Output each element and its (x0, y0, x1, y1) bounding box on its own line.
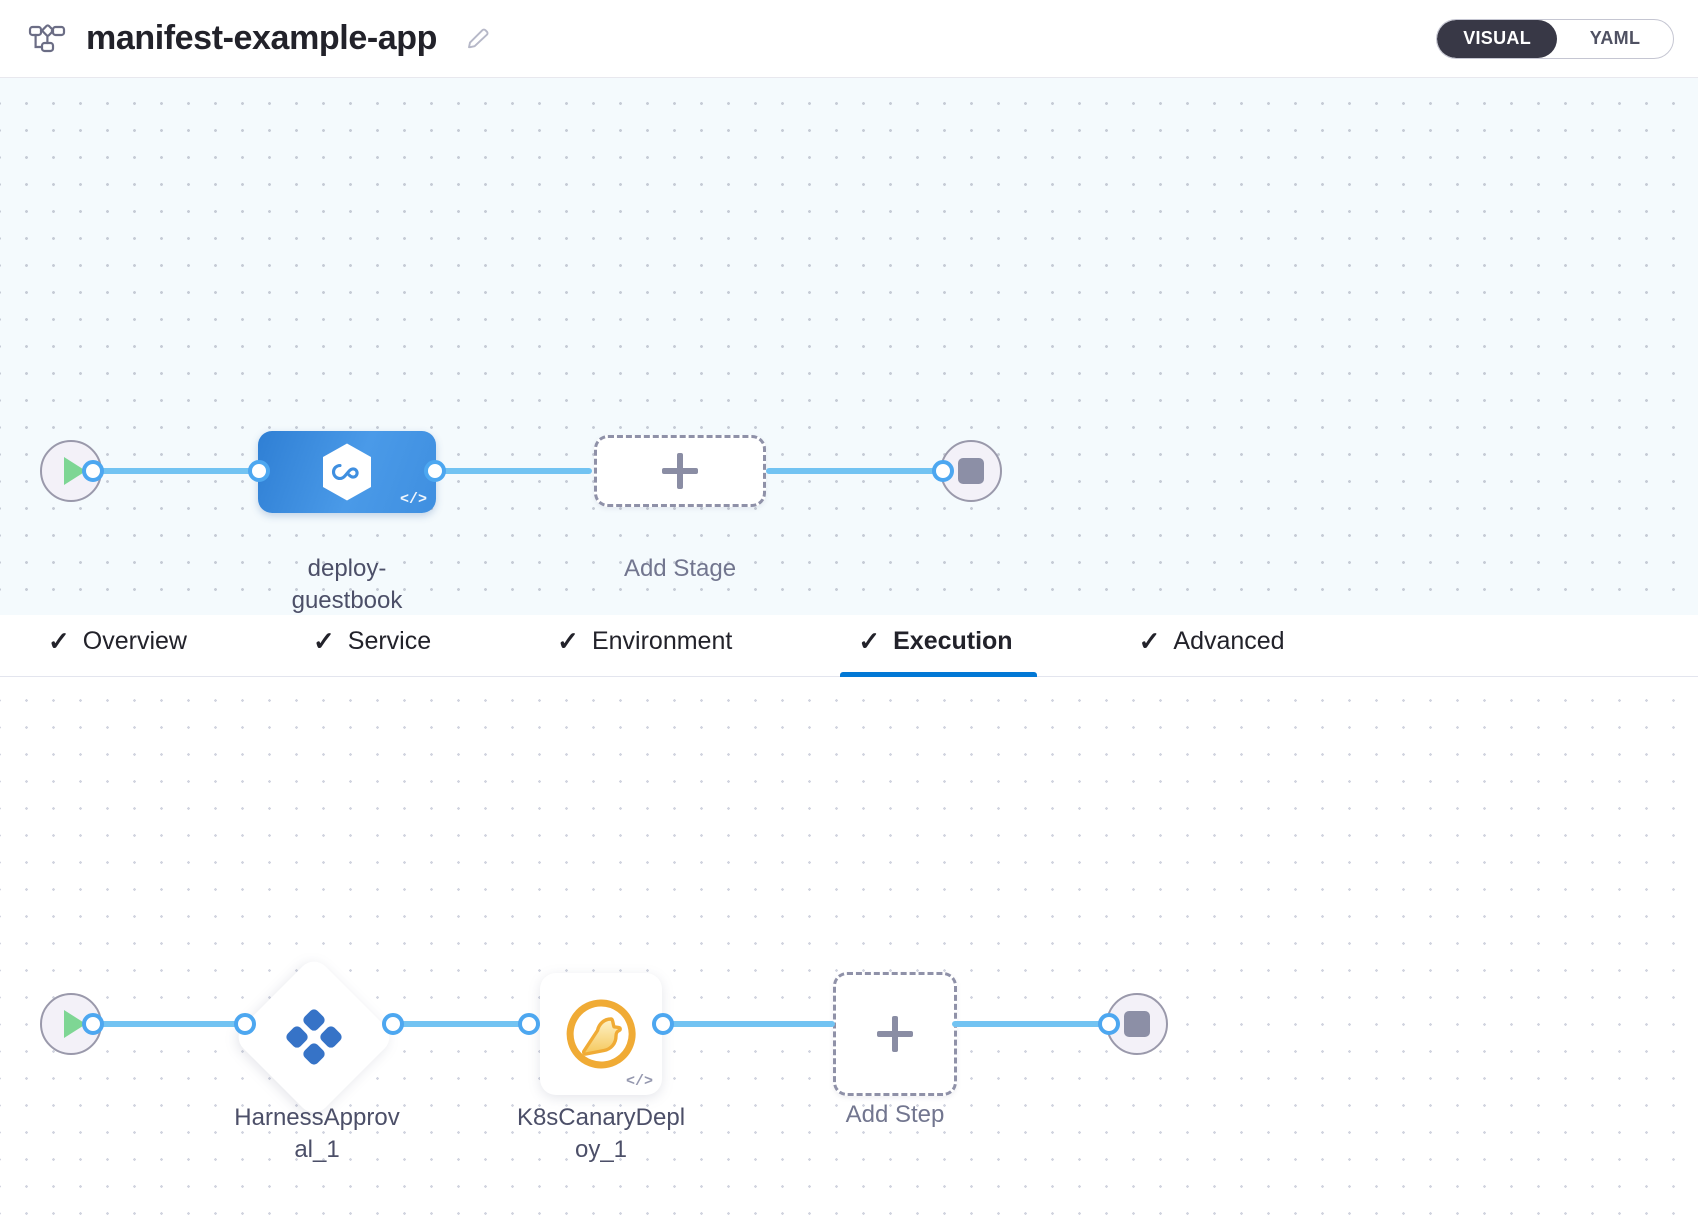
connector-dot-end-in[interactable] (932, 460, 954, 482)
stage-node-deploy-guestbook[interactable]: </> (258, 431, 436, 513)
connector-addstage-to-end (766, 468, 941, 474)
connector-stage-to-addstage (432, 468, 592, 474)
execution-graph-canvas[interactable]: HarnessApprov al_1 </> K8sCanaryDepl (0, 677, 1698, 1222)
play-icon (63, 457, 86, 485)
add-step-button[interactable] (833, 972, 957, 1096)
tab-service-label: Service (347, 626, 432, 655)
stage-config-tabs[interactable]: ✓ Overview ✓ Service ✓ Environment ✓ Exe… (0, 615, 1698, 677)
connector-dot-start-out[interactable] (82, 460, 104, 482)
stop-icon (958, 458, 984, 484)
stage-label-line1: deploy- (307, 555, 387, 582)
step-label-line2: oy_1 (574, 1135, 628, 1163)
check-icon: ✓ (48, 626, 70, 656)
tab-overview[interactable]: ✓ Overview (30, 618, 211, 676)
mode-option-yaml[interactable]: YAML (1589, 28, 1641, 48)
connector-dot-approval-in[interactable] (234, 1013, 256, 1035)
harness-cd-hexagon-icon (323, 443, 371, 501)
connector-canary-to-addstep (660, 1021, 835, 1027)
page-header: manifest-example-app VISUAL YAML (0, 0, 1698, 78)
tab-environment-label: Environment (591, 626, 733, 655)
pipeline-nodes-icon (26, 18, 68, 60)
stage-graph-canvas[interactable]: </> deploy- guestbook Add Stage (0, 78, 1698, 615)
page-title: manifest-example-app (86, 19, 437, 57)
check-icon: ✓ (858, 626, 881, 656)
header-left-group: manifest-example-app (26, 18, 493, 60)
tab-overview-label: Overview (82, 626, 187, 655)
tab-advanced-label: Advanced (1173, 626, 1285, 655)
code-badge-icon: </> (625, 1073, 653, 1090)
plus-icon (877, 1016, 913, 1052)
stage-node-label: deploy- guestbook (242, 553, 452, 615)
check-icon: ✓ (1138, 626, 1161, 656)
plus-icon (662, 453, 698, 489)
tab-execution-label: Execution (893, 626, 1013, 655)
end-circle (940, 440, 1002, 502)
step-node-k8s-canary-deploy[interactable]: </> (540, 973, 662, 1095)
check-icon: ✓ (312, 626, 335, 656)
canary-bird-icon (566, 999, 636, 1069)
harness-approval-icon (286, 1009, 342, 1065)
pencil-edit-icon[interactable] (461, 23, 493, 55)
tab-environment[interactable]: ✓ Environment (539, 618, 756, 676)
connector-addstep-to-end (952, 1021, 1107, 1027)
header-right-group: VISUAL YAML (1436, 18, 1674, 59)
connector-dot-exec-end-in[interactable] (1098, 1013, 1120, 1035)
step-label-line1: K8sCanaryDepl (516, 1104, 686, 1131)
stage-end-node[interactable] (940, 440, 1002, 502)
step-label-line1: HarnessApprov (234, 1104, 400, 1131)
connector-start-to-stage (92, 468, 257, 474)
connector-dot-stage-in[interactable] (248, 460, 270, 482)
connector-start-to-approval (92, 1021, 240, 1027)
connector-dot-canary-in[interactable] (518, 1013, 540, 1035)
diamond-content (256, 979, 372, 1095)
connector-dot-approval-out[interactable] (382, 1013, 404, 1035)
add-stage-button[interactable] (594, 435, 766, 507)
add-step-label: Add Step (845, 1101, 945, 1128)
connector-dot-stage-out[interactable] (424, 460, 446, 482)
stop-icon (1124, 1011, 1150, 1037)
add-stage-label: Add Stage (623, 555, 737, 582)
stage-label-line2: guestbook (291, 586, 403, 614)
step-node-harness-approval[interactable] (231, 954, 397, 1120)
tab-service[interactable]: ✓ Service (295, 618, 455, 676)
connector-dot-canary-out[interactable] (652, 1013, 674, 1035)
step-label-harness-approval: HarnessApprov al_1 (209, 1102, 425, 1166)
mode-option-visual[interactable]: VISUAL (1437, 19, 1557, 58)
step-label-line2: al_1 (294, 1135, 340, 1163)
connector-dot-exec-start-out[interactable] (82, 1013, 104, 1035)
step-label-k8s-canary-deploy: K8sCanaryDepl oy_1 (493, 1102, 709, 1166)
play-icon (63, 1010, 86, 1038)
check-icon: ✓ (557, 626, 579, 656)
tab-advanced[interactable]: ✓ Advanced (1121, 618, 1309, 676)
tab-execution[interactable]: ✓ Execution (840, 618, 1037, 677)
code-badge-icon: </> (399, 491, 427, 508)
connector-approval-to-canary (390, 1021, 525, 1027)
view-mode-toggle[interactable]: VISUAL YAML (1436, 18, 1674, 59)
